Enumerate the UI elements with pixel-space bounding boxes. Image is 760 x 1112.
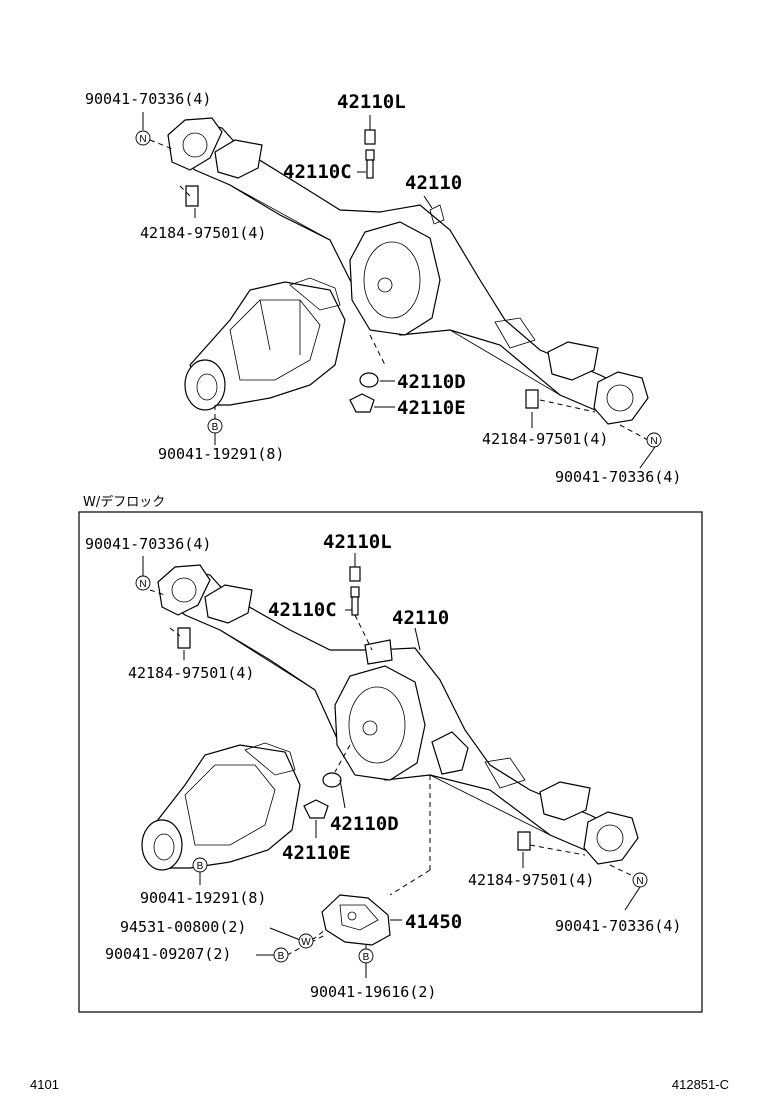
top-n-badge-right: [646, 432, 662, 448]
bottom-b-badge-bolt: [273, 947, 289, 963]
bottom-label-42110: 42110: [392, 607, 449, 629]
bottom-w-badge: [298, 933, 314, 949]
bottom-n-badge-right: [632, 872, 648, 888]
bottom-n-badge-right-text: N: [636, 876, 643, 887]
top-label-42110E: 42110E: [397, 397, 466, 419]
top-drain-plug: [349, 372, 379, 413]
bottom-label-42110D: 42110D: [330, 813, 399, 835]
top-label-90041-70336-right: 90041-70336(4): [555, 468, 681, 486]
bottom-actuator-pad: [431, 731, 469, 775]
bottom-label-90041-09207: 90041-09207(2): [105, 945, 231, 963]
bottom-assembly: N N B W B B 90041-70336(4) 42110L 42110C…: [85, 531, 681, 1001]
top-assembly: N N B 90041-70336(4) 42110L 42110C 42110…: [85, 90, 681, 486]
top-label-90041-19291: 90041-19291(8): [158, 445, 284, 463]
bottom-axle-housing: [157, 564, 639, 865]
top-label-90041-70336-left: 90041-70336(4): [85, 90, 211, 108]
bottom-label-42184-97501-left: 42184-97501(4): [128, 664, 254, 682]
bottom-breather-plug: [349, 566, 361, 616]
top-breather-plug: [364, 129, 376, 179]
bottom-label-90041-70336-left: 90041-70336(4): [85, 535, 211, 553]
bottom-label-42110L: 42110L: [323, 531, 392, 553]
bottom-drain-plug: [303, 772, 342, 819]
top-label-42110C: 42110C: [283, 161, 352, 183]
bottom-b-badge-carrier: [192, 857, 208, 873]
top-label-42184-97501-right: 42184-97501(4): [482, 430, 608, 448]
bottom-lock-actuator: [321, 894, 391, 946]
bottom-differential-carrier: [141, 742, 301, 871]
top-n-badge-left-text: N: [139, 134, 146, 145]
bottom-label-41450: 41450: [405, 911, 462, 933]
bottom-label-42184-97501-right: 42184-97501(4): [468, 871, 594, 889]
footer-figure-code: 412851-C: [672, 1077, 729, 1092]
top-b-badge: [207, 418, 223, 434]
top-n-badge-left: [135, 130, 151, 146]
bottom-n-badge-left-text: N: [139, 579, 146, 590]
bottom-studs: [177, 627, 531, 851]
top-axle-housing: [167, 117, 649, 425]
top-label-42110D: 42110D: [397, 371, 466, 393]
top-label-42184-97501-left: 42184-97501(4): [140, 224, 266, 242]
bottom-label-42110E: 42110E: [282, 842, 351, 864]
top-studs: [185, 185, 539, 409]
top-label-42110: 42110: [405, 172, 462, 194]
section-label: W/デフロック: [83, 494, 165, 510]
footer-page-number: 4101: [30, 1077, 59, 1092]
section-box: [78, 511, 703, 1013]
bottom-w-badge-text: W: [301, 937, 311, 948]
bottom-b-badge-carrier-text: B: [197, 861, 204, 872]
bottom-b-badge-actuator-text: B: [363, 952, 370, 963]
top-b-badge-text: B: [212, 422, 219, 433]
bottom-label-94531-00800: 94531-00800(2): [120, 918, 246, 936]
top-label-42110L: 42110L: [337, 91, 406, 113]
bottom-n-badge-left: [135, 575, 151, 591]
bottom-label-90041-19291: 90041-19291(8): [140, 889, 266, 907]
bottom-label-90041-19616: 90041-19616(2): [310, 983, 436, 1001]
top-n-badge-right-text: N: [650, 436, 657, 447]
bottom-label-90041-70336-right: 90041-70336(4): [555, 917, 681, 935]
bottom-b-badge-bolt-text: B: [278, 951, 285, 962]
bottom-label-42110C: 42110C: [268, 599, 337, 621]
top-differential-carrier: [184, 277, 346, 411]
bottom-b-badge-actuator: [358, 948, 374, 964]
